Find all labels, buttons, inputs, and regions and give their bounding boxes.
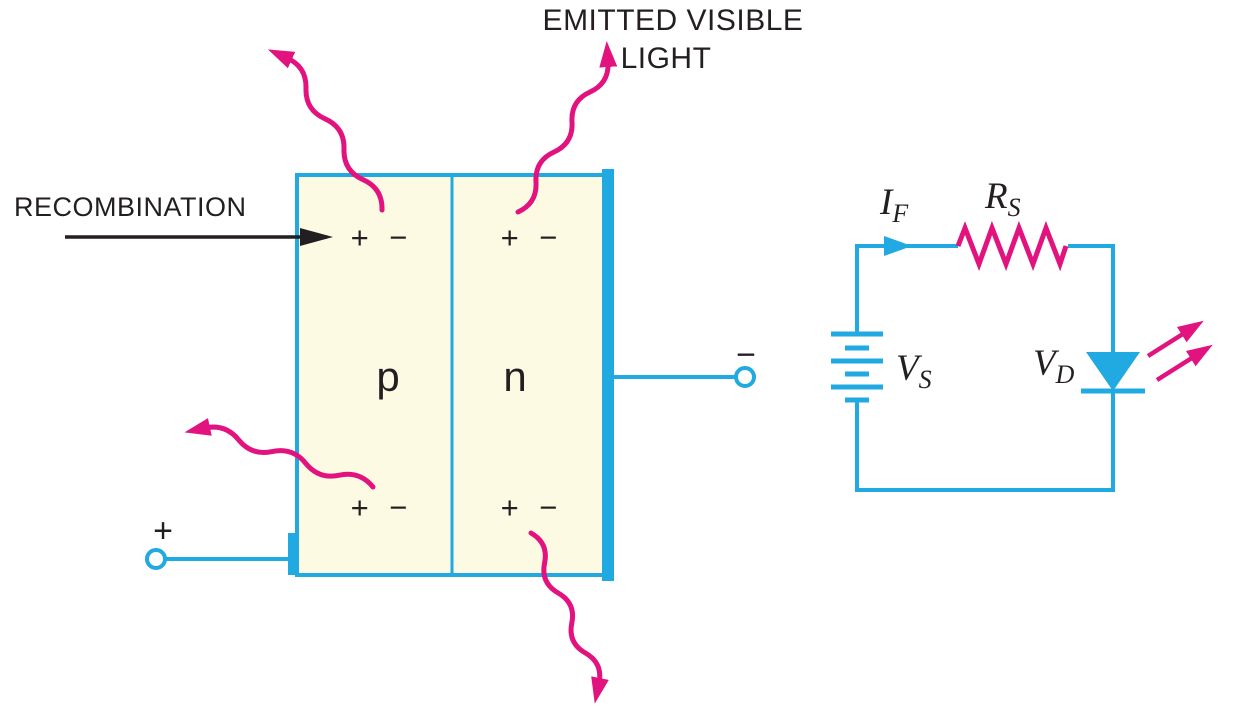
series-resistor-label: RS — [985, 178, 1021, 221]
photon-arrow-mid-left — [184, 418, 376, 490]
forward-current-subscript: F — [892, 198, 909, 228]
cathode-contact-bar — [602, 169, 614, 581]
led-diode-triangle — [1086, 352, 1140, 391]
cathode-minus-sign: − — [736, 336, 756, 374]
photon-arrow-bottom — [528, 530, 609, 704]
anode-plus-sign: + — [153, 512, 173, 550]
p-region-label: p — [376, 353, 400, 400]
title-line2: LIGHT — [620, 42, 712, 75]
diode-voltage-label: VD — [1033, 345, 1074, 388]
supply-voltage-label: VS — [896, 350, 932, 393]
forward-current-symbol: I — [880, 182, 893, 223]
supply-voltage-subscript: S — [918, 364, 932, 394]
charge-pair-top-left: + − — [350, 220, 414, 255]
circuit-wires — [855, 244, 1115, 492]
series-resistor-symbol: R — [985, 176, 1008, 217]
charge-pair-bottom-left: + − — [350, 490, 414, 525]
current-direction-arrow — [884, 236, 912, 256]
charge-pair-bottom-right: + − — [500, 490, 564, 525]
cathode-terminal-circle — [734, 366, 756, 388]
diode-voltage-subscript: D — [1055, 359, 1075, 389]
series-resistor-subscript: S — [1007, 192, 1021, 222]
title-line1: EMITTED VISIBLE — [542, 4, 804, 37]
recombination-label: RECOMBINATION — [14, 192, 247, 222]
photon-arrow-top-right — [515, 41, 618, 215]
drive-circuit — [831, 220, 1213, 492]
charge-pair-top-right: + − — [500, 220, 564, 255]
forward-current-label: IF — [880, 184, 908, 227]
series-resistor-zigzag — [955, 220, 1069, 272]
device-terminals — [145, 366, 756, 570]
anode-contact-tab — [288, 533, 299, 575]
light-ray-arrow-lower — [1155, 344, 1213, 382]
battery-symbol — [831, 331, 883, 403]
led-light-rays — [1146, 320, 1213, 382]
anode-terminal-circle — [145, 548, 167, 570]
pn-junction-device — [288, 169, 614, 581]
supply-voltage-symbol: V — [896, 348, 919, 389]
photon-arrow-top-left — [267, 49, 385, 213]
diode-voltage-symbol: V — [1033, 343, 1056, 384]
n-region-label: n — [503, 353, 527, 400]
photon-emission-arrows — [184, 41, 618, 704]
light-ray-arrow-upper — [1146, 320, 1204, 358]
